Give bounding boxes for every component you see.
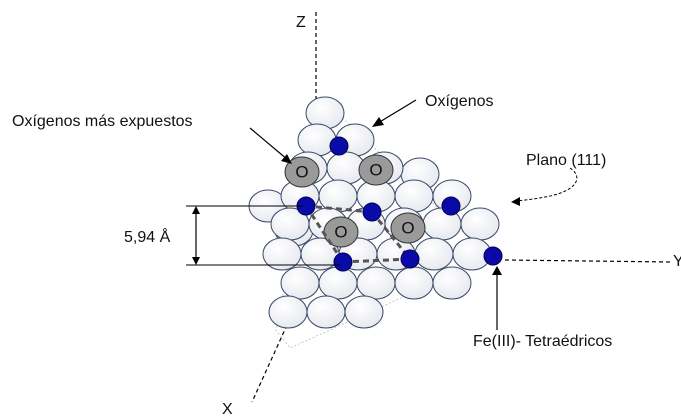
oxygen-sphere [318, 266, 358, 300]
exposed-oxygens-arrowhead [281, 154, 292, 164]
oxygen-spheres [248, 96, 500, 329]
oxygen-sphere [432, 266, 472, 300]
fe-bond [304, 205, 345, 263]
fe-arrowhead [492, 266, 502, 275]
oxygen-sphere [344, 295, 384, 329]
exposed-oxygen-atom [358, 154, 394, 186]
exposed-oxygen-atom [390, 212, 426, 244]
oxygen-sphere [394, 266, 434, 300]
oxygen-sphere [318, 179, 358, 213]
z-axis-label: Z [296, 14, 306, 31]
oxygens-arrowhead [372, 117, 384, 127]
fe-atom [362, 202, 382, 222]
oxygen-marker-label: O [334, 223, 347, 242]
fe-bond [305, 204, 373, 214]
oxygen-marker-label: O [401, 219, 414, 238]
fe-atom [333, 252, 353, 272]
fe-atom [441, 196, 461, 216]
oxygens-label: Oxígenos [425, 93, 493, 110]
exposed-oxygens-label: Oxígenos más expuestos [12, 113, 193, 130]
distance-label: 5,94 Å [124, 227, 171, 246]
oxygen-sphere [460, 207, 500, 241]
oxygen-sphere [280, 266, 320, 300]
fe-bond [342, 257, 411, 264]
oxygen-sphere [394, 179, 434, 213]
oxygen-sphere [297, 123, 337, 157]
exposed-oxygens-pointer [249, 127, 289, 161]
fe-bond [370, 211, 412, 260]
fe-atom [483, 246, 503, 266]
oxygen-sphere [306, 295, 346, 329]
distance-arrowhead-bottom [192, 257, 200, 265]
plane-curved-arrow [515, 167, 578, 202]
oxygen-marker-label: O [295, 163, 308, 182]
oxygens-pointer [377, 99, 417, 124]
x-axis [251, 324, 288, 403]
y-axis-label: Y [673, 253, 681, 270]
oxygen-marker-label: O [369, 161, 382, 180]
distance-arrowhead-top [192, 206, 200, 214]
y-axis [504, 259, 673, 263]
plane-label: Plano (111) [526, 152, 606, 169]
oxygen-sphere [356, 266, 396, 300]
fe-tetrahedral-label: Fe(III)- Tetraédricos [473, 333, 612, 350]
fe-atom [329, 136, 349, 156]
exposed-oxygen-atom [284, 156, 320, 188]
fe-bonds [304, 204, 412, 264]
fe-atom [400, 249, 420, 269]
exposed-oxygens: O O O O [284, 154, 426, 248]
fe-atoms [296, 136, 503, 272]
oxygen-sphere [268, 295, 308, 329]
x-axis-label: X [222, 401, 233, 418]
plane-arrowhead [511, 197, 520, 206]
oxygen-sphere [414, 237, 454, 271]
